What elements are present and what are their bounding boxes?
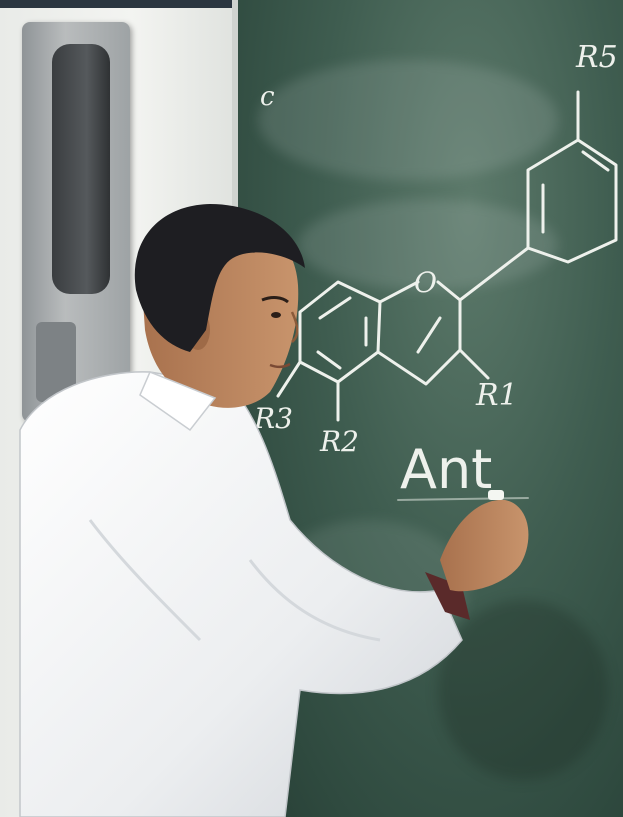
wall-speaker [22,22,130,422]
chalk-piece [488,490,504,500]
sweater-cuff [425,572,470,620]
white-coat [19,371,463,817]
chalk-mark-c: c [260,82,275,112]
chalk-oxygen-atom: O [414,266,437,299]
chalk-smudge [298,200,558,290]
chalk-label-r5: R5 [576,40,618,75]
chalk-label-r3: R3 [254,402,293,435]
dark-smudge [438,600,608,780]
right-ring [526,138,618,264]
chalk-smudge [258,60,558,180]
speaker-grille [52,44,110,294]
writing-hand [440,499,529,592]
chemical-structure-drawing [276,90,618,501]
chalk-label-r2: R2 [320,425,359,458]
coat-collar [139,371,217,432]
chalk-word-ant: Ant [400,438,493,501]
hair [134,204,305,352]
chalk-label-r1: R1 [476,378,518,413]
